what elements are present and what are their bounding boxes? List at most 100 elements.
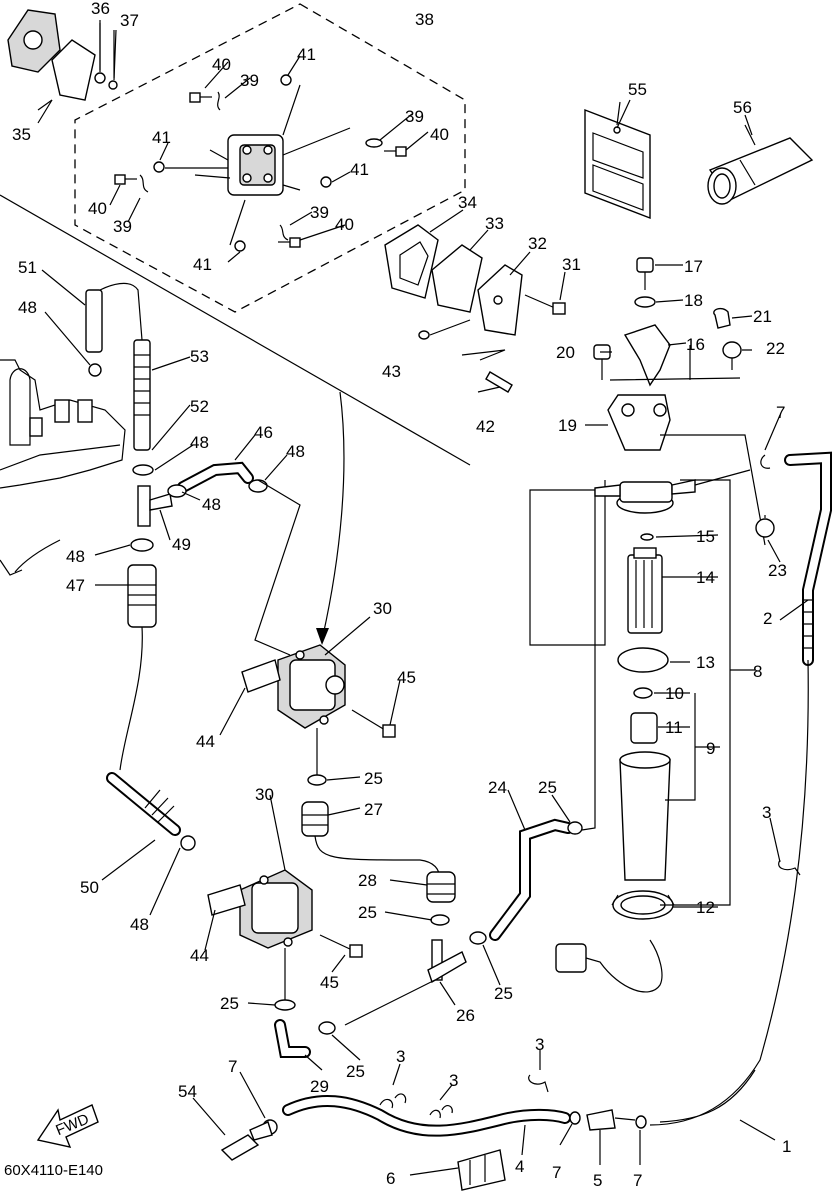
callout-40: 40: [212, 55, 231, 74]
fuel-pump-30b-part: [207, 869, 313, 949]
callout-40: 40: [88, 199, 107, 218]
callout-numbers: 36 37 38 35 40 39 41 39 40 41 41 40 39 3…: [12, 0, 791, 1190]
callout-38: 38: [415, 10, 434, 29]
callout-28: 28: [358, 871, 377, 890]
callout-7: 7: [776, 403, 785, 422]
callout-29: 29: [310, 1077, 329, 1096]
callout-39: 39: [405, 107, 424, 126]
callout-9: 9: [706, 739, 715, 758]
callout-24: 24: [488, 778, 507, 797]
callout-39: 39: [310, 203, 329, 222]
tee-joint-26-part: [427, 939, 467, 984]
joint-5-part: [586, 1109, 636, 1131]
washer-18-part: [634, 296, 656, 308]
callout-40: 40: [335, 215, 354, 234]
hose-51-part: [85, 282, 143, 353]
callout-42: 42: [476, 417, 495, 436]
bolt-45b-part: [319, 934, 363, 958]
grommet-21-part: [713, 307, 731, 329]
callout-25: 25: [220, 994, 239, 1013]
callout-2: 2: [763, 609, 772, 628]
callout-17: 17: [684, 257, 703, 276]
callout-20: 20: [556, 343, 575, 362]
oring-13-part: [617, 647, 669, 673]
connector-part: [555, 939, 663, 993]
engine-block-part: [0, 359, 126, 576]
callout-41: 41: [350, 160, 369, 179]
callout-32: 32: [528, 234, 547, 253]
washer-10-part: [633, 687, 653, 699]
callout-45: 45: [397, 668, 416, 687]
callout-26: 26: [456, 1006, 475, 1025]
screw-31-part: [524, 294, 566, 315]
pump-cover-35-part: [7, 9, 118, 111]
callout-48: 48: [202, 495, 221, 514]
callout-1: 1: [782, 1137, 791, 1156]
diagram-code: 60X4110-E140: [4, 1162, 103, 1179]
callout-52: 52: [190, 397, 209, 416]
callout-22: 22: [766, 339, 785, 358]
bolt-45a-part: [351, 709, 396, 738]
oring-15-part: [640, 533, 654, 541]
callout-18: 18: [684, 291, 703, 310]
leader-lines: [37, 23, 809, 1176]
label-55-part: [584, 99, 651, 220]
clip-48e-part: [248, 479, 268, 493]
callout-43: 43: [382, 362, 401, 381]
hose-2-part: [784, 451, 832, 666]
fitting-23-part: [755, 515, 775, 538]
callout-21: 21: [753, 307, 772, 326]
callout-48: 48: [190, 433, 209, 452]
callout-56: 56: [733, 98, 752, 117]
callout-40: 40: [430, 125, 449, 144]
clip-48f-part: [180, 835, 196, 851]
callout-50: 50: [80, 878, 99, 897]
hose-29-part: [274, 1019, 311, 1058]
hose-1-part: [659, 1069, 756, 1123]
callout-3: 3: [396, 1047, 405, 1066]
callout-23: 23: [768, 561, 787, 580]
callout-11: 11: [665, 718, 683, 737]
hose-53-part: [133, 339, 151, 451]
callout-54: 54: [178, 1082, 197, 1101]
fuel-pump-kit-group: [74, 3, 466, 313]
hose-28-part: [426, 871, 456, 903]
callout-12: 12: [696, 898, 715, 917]
hose-4-part: [282, 1094, 571, 1137]
callout-30: 30: [373, 599, 392, 618]
pin-42-part: [485, 371, 513, 393]
callout-16: 16: [686, 335, 705, 354]
callout-15: 15: [696, 527, 715, 546]
callout-31: 31: [562, 255, 581, 274]
callout-19: 19: [558, 416, 577, 435]
bracket-16-part: [623, 324, 671, 387]
callout-48: 48: [130, 915, 149, 934]
callout-48: 48: [286, 442, 305, 461]
callout-34: 34: [458, 193, 477, 212]
callout-14: 14: [696, 568, 715, 587]
callout-27: 27: [364, 800, 383, 819]
clip-3a-part: [778, 859, 801, 876]
element-14-part: [627, 547, 663, 634]
callout-7: 7: [552, 1163, 561, 1182]
flow-arrow: [321, 391, 345, 641]
fuel-pump-30a-part: [241, 479, 346, 729]
joint-49-part: [137, 485, 173, 527]
callout-6: 6: [386, 1169, 395, 1188]
ring-nut-12-part: [611, 890, 675, 920]
hose-27-part: [301, 801, 329, 837]
callout-25: 25: [346, 1062, 365, 1081]
callout-3: 3: [535, 1035, 544, 1054]
clip-25a-part: [307, 774, 327, 786]
clip-25d-part: [274, 999, 296, 1011]
fuel-pump-body-part: [227, 134, 284, 196]
callout-44: 44: [196, 732, 215, 751]
callout-4: 4: [515, 1157, 524, 1176]
clip-3-set-part: [379, 1074, 549, 1119]
callout-25: 25: [364, 769, 383, 788]
clip-7c-part: [569, 1111, 581, 1125]
callout-45: 45: [320, 973, 339, 992]
gasket-34-part: [384, 224, 439, 299]
spring-39-part: [139, 91, 383, 241]
callout-51: 51: [18, 258, 37, 277]
